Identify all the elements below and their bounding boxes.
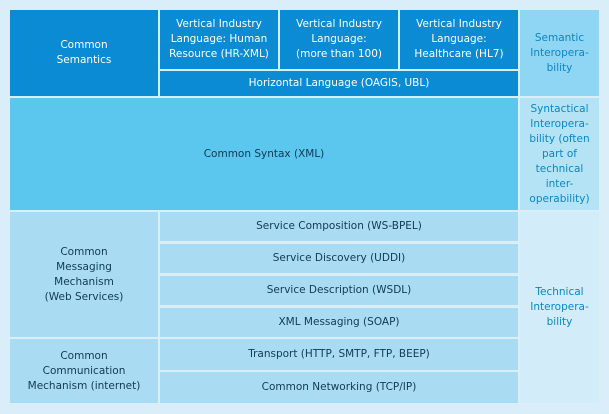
common-messaging-label: Common Messaging Mechanism (Web Services… <box>10 212 158 337</box>
common-semantics-label: Common Semantics <box>10 10 158 96</box>
vertical-language-hr-xml: Vertical Industry Language: Human Resour… <box>160 10 278 69</box>
technical-interoperability-label: Technical Interopera- bility <box>520 212 599 403</box>
service-description: Service Description (WSDL) <box>160 276 518 305</box>
vertical-language-more: Vertical Industry Language: (more than 1… <box>280 10 398 69</box>
service-discovery: Service Discovery (UDDI) <box>160 244 518 273</box>
horizontal-language: Horizontal Language (OAGIS, UBL) <box>160 71 518 96</box>
syntactical-interoperability-label: Syntactical Interopera- bility (often pa… <box>520 98 599 210</box>
common-networking: Common Networking (TCP/IP) <box>160 372 518 403</box>
semantic-interoperability-label: Semantic Interopera- bility <box>520 10 599 96</box>
vertical-language-hl7: Vertical Industry Language: Healthcare (… <box>400 10 518 69</box>
transport: Transport (HTTP, SMTP, FTP, BEEP) <box>160 339 518 370</box>
service-composition: Service Composition (WS-BPEL) <box>160 212 518 241</box>
common-communication-label: Common Communication Mechanism (internet… <box>10 339 158 403</box>
common-syntax: Common Syntax (XML) <box>10 98 518 210</box>
xml-messaging: XML Messaging (SOAP) <box>160 308 518 337</box>
